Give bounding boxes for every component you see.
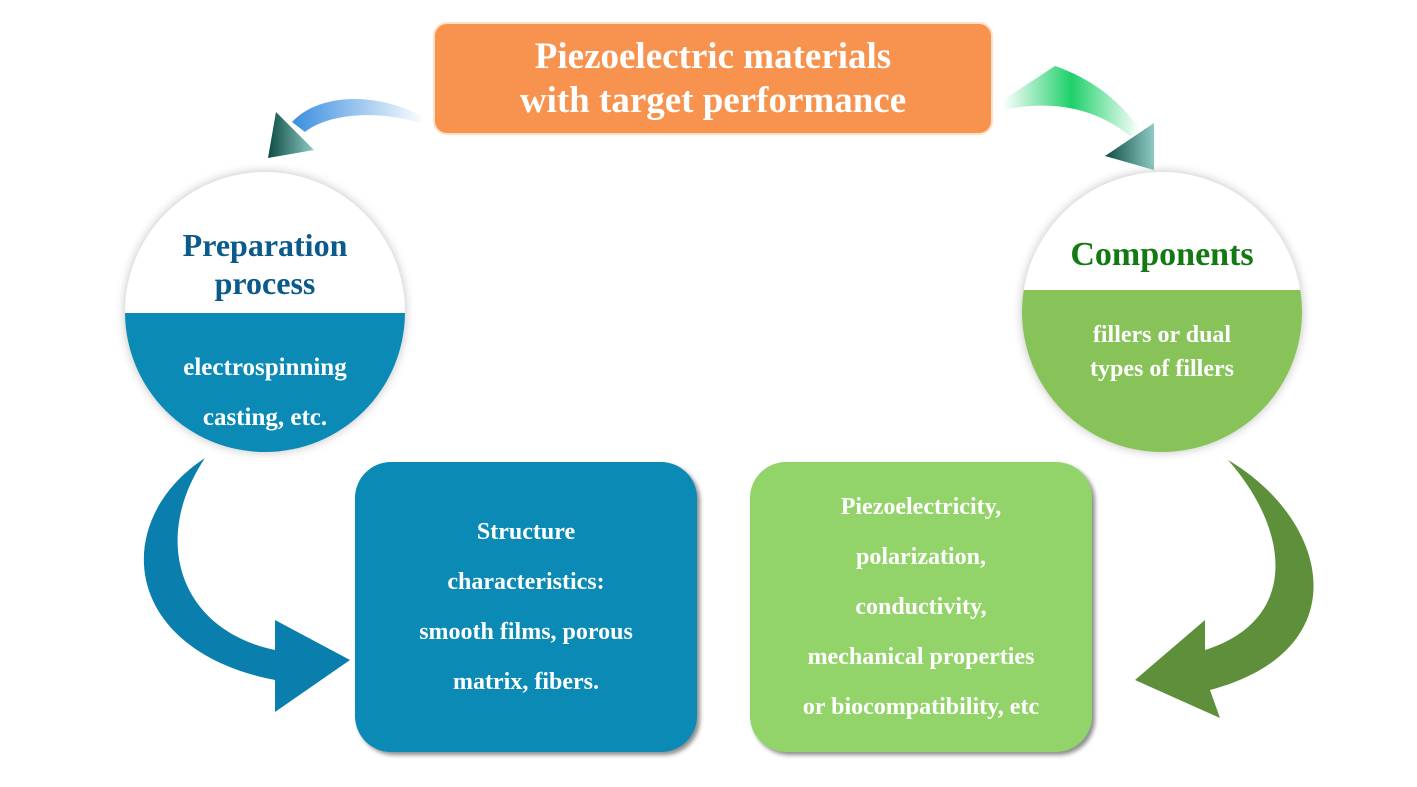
components-circle: Components fillers or dual types of fill…	[1022, 172, 1302, 452]
structure-line: characteristics:	[447, 569, 605, 595]
arrow-bottom-right	[1135, 460, 1314, 718]
structure-characteristics-box: Structure characteristics: smooth films,…	[355, 462, 697, 752]
components-line-1: fillers or dual	[1092, 322, 1232, 348]
structure-line: Structure	[476, 519, 576, 545]
components-details: fillers or dual types of fillers	[1022, 290, 1302, 452]
target-performance-box: Piezoelectric materials with target perf…	[433, 22, 993, 135]
preparation-methods: electrospinning casting, etc.	[125, 313, 405, 452]
properties-line: Piezoelectricity,	[840, 494, 1002, 520]
properties-line: or biocompatibility, etc	[802, 694, 1040, 720]
properties-line: conductivity,	[855, 594, 987, 620]
properties-box: Piezoelectricity, polarization, conducti…	[750, 462, 1092, 752]
properties-line: polarization,	[856, 544, 986, 570]
components-title: Components	[1022, 172, 1302, 288]
arrow-bottom-left	[143, 458, 350, 712]
preparation-title: Preparation process	[125, 172, 405, 310]
title-line-1: Piezoelectric materials	[534, 35, 892, 77]
properties-line: mechanical properties	[807, 644, 1035, 670]
method-casting: casting, etc.	[202, 404, 328, 431]
preparation-process-circle: Preparation process electrospinning cast…	[125, 172, 405, 452]
arrow-top-left	[268, 98, 425, 158]
components-line-2: types of fillers	[1090, 356, 1234, 382]
structure-line: matrix, fibers.	[453, 669, 599, 695]
title-line-2: with target performance	[519, 79, 907, 121]
arrow-top-right	[1003, 66, 1154, 170]
components-title-text: Components	[1070, 236, 1254, 273]
preparation-title-line-1: Preparation	[182, 227, 348, 263]
preparation-title-line-2: process	[214, 265, 316, 301]
method-electrospinning: electrospinning	[183, 354, 347, 381]
structure-line: smooth films, porous	[419, 619, 633, 645]
